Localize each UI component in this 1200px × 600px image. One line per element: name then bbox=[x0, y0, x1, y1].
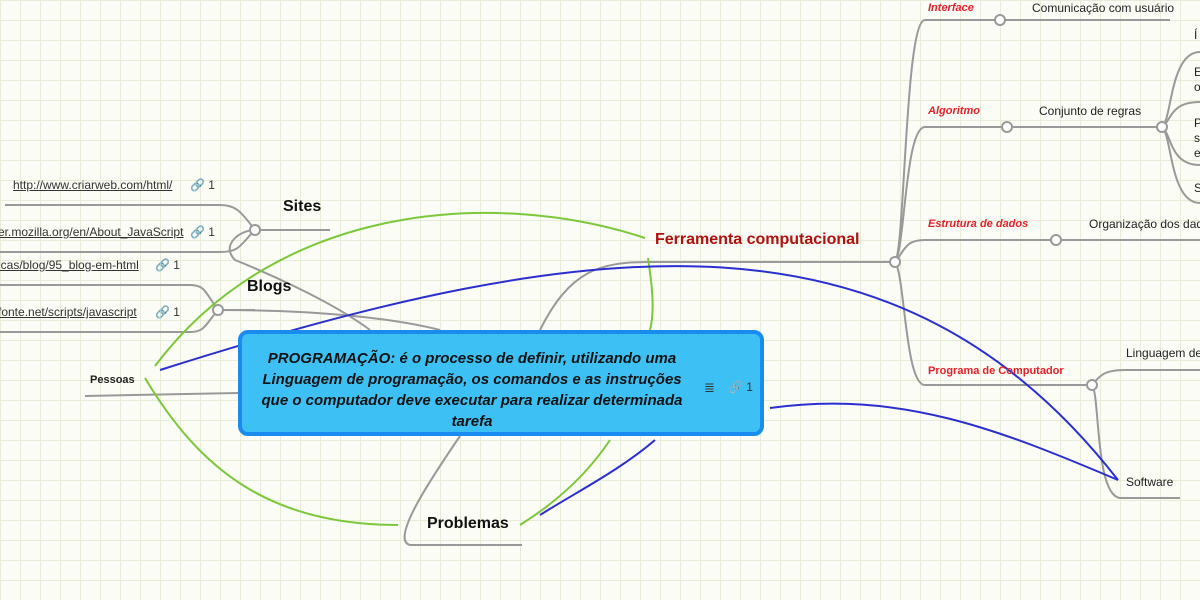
link-count-value: 1 bbox=[208, 225, 215, 239]
blog-link-html[interactable]: icas/blog/95_blog-em-html bbox=[0, 258, 139, 272]
node-software[interactable]: Software bbox=[1126, 475, 1174, 489]
node-partial: e bbox=[1194, 146, 1200, 160]
branch-programa-de-computador[interactable]: Programa de Computador bbox=[928, 365, 1064, 377]
site-link-criarweb[interactable]: http://www.criarweb.com/html/ bbox=[13, 178, 173, 192]
node-partial: o bbox=[1194, 80, 1200, 94]
link-count-value: 1 bbox=[173, 305, 180, 319]
node-partial[interactable]: Í bbox=[1194, 28, 1198, 42]
topic-blogs[interactable]: Blogs bbox=[247, 278, 292, 295]
link-count[interactable]: 🔗 1 bbox=[190, 225, 215, 239]
link-count[interactable]: 🔗 1 bbox=[155, 305, 180, 319]
link-count-value: 1 bbox=[746, 380, 753, 394]
link-count[interactable]: 🔗 1 bbox=[190, 178, 215, 192]
node-conjunto-de-regras[interactable]: Conjunto de regras bbox=[1039, 104, 1142, 118]
node-partial[interactable]: E bbox=[1194, 65, 1200, 79]
site-link-mozilla[interactable]: er.mozilla.org/en/About_JavaScript bbox=[0, 225, 184, 239]
node-partial: s bbox=[1194, 131, 1200, 145]
blog-link-javascript[interactable]: fonte.net/scripts/javascript bbox=[0, 305, 137, 319]
topic-sites[interactable]: Sites bbox=[283, 198, 322, 215]
link-count[interactable]: 🔗 1 bbox=[155, 258, 180, 272]
topic-ferramenta-computacional[interactable]: Ferramenta computacional bbox=[655, 231, 860, 248]
branch-interface[interactable]: Interface bbox=[928, 2, 974, 14]
node-partial[interactable]: S bbox=[1194, 181, 1200, 195]
central-topic-text: PROGRAMAÇÃO: é o processo de definir, ut… bbox=[261, 350, 683, 430]
node-organizacao-dos-dados[interactable]: Organização dos dado bbox=[1089, 217, 1200, 231]
branch-algoritmo[interactable]: Algoritmo bbox=[928, 105, 980, 117]
link-count-value: 1 bbox=[208, 178, 215, 192]
link-count-value: 1 bbox=[173, 258, 180, 272]
central-topic[interactable]: PROGRAMAÇÃO: é o processo de definir, ut… bbox=[238, 330, 764, 436]
node-linguagem[interactable]: Linguagem de bbox=[1126, 346, 1200, 360]
notes-icon[interactable]: ≣ bbox=[704, 380, 715, 395]
link-count[interactable]: 🔗 1 bbox=[728, 380, 753, 394]
topic-problemas[interactable]: Problemas bbox=[427, 515, 509, 532]
node-partial[interactable]: P bbox=[1194, 116, 1200, 130]
node-comunicacao[interactable]: Comunicação com usuário bbox=[1032, 1, 1175, 15]
topic-pessoas[interactable]: Pessoas bbox=[90, 374, 135, 386]
branch-estrutura-de-dados[interactable]: Estrutura de dados bbox=[928, 218, 1029, 230]
